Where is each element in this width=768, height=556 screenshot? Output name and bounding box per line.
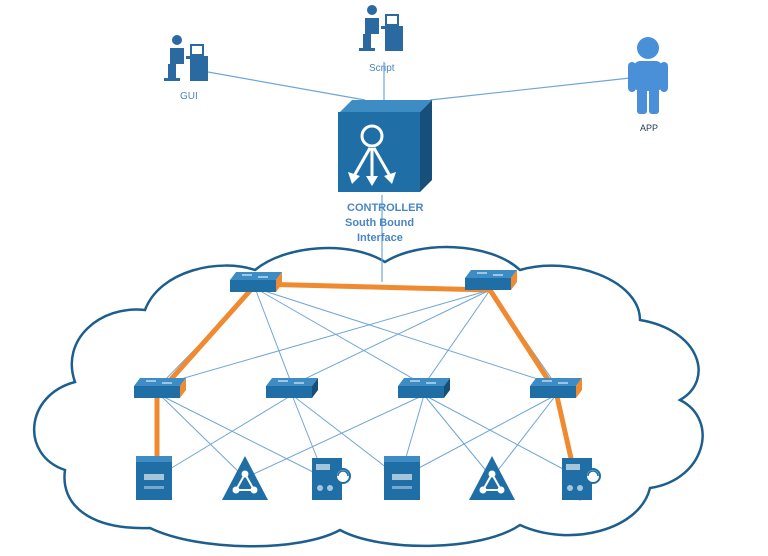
- core-switch-left-icon: [230, 272, 282, 292]
- access-switch-4-icon: [530, 378, 582, 398]
- core-switch-right-icon: [465, 270, 517, 290]
- access-switch-1-icon: [134, 378, 186, 398]
- gui-label: GUI: [180, 91, 198, 102]
- controller-label-line2: South Bound: [345, 217, 414, 229]
- server-1-icon: [136, 456, 172, 500]
- server-2-icon: [384, 456, 420, 500]
- gui-workstation-icon: [164, 35, 208, 81]
- controller-icon: [338, 100, 432, 192]
- app-user-icon: [628, 37, 668, 114]
- router-1-icon: [222, 456, 268, 500]
- script-label: Script: [369, 63, 395, 74]
- controller-label-line3: Interface: [357, 232, 403, 244]
- access-switch-2-icon: [266, 378, 318, 398]
- controller-label-line1: CONTROLLER: [347, 202, 423, 214]
- script-workstation-icon: [359, 5, 403, 51]
- storage-server-1-icon: [312, 458, 351, 500]
- storage-server-2-icon: [562, 458, 601, 500]
- client-links: [207, 62, 631, 282]
- network-cloud: [32, 245, 704, 548]
- router-2-icon: [469, 456, 515, 500]
- access-switch-3-icon: [398, 378, 450, 398]
- highlighted-path: [154, 281, 583, 501]
- app-label: APP: [640, 123, 658, 133]
